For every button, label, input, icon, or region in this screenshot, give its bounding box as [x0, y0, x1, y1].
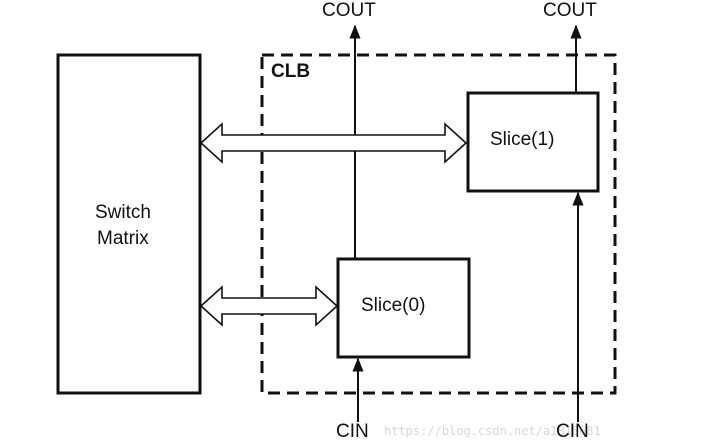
switch-matrix-label-line1: Switch: [95, 202, 151, 223]
watermark: https://blog.csdn.net/a1816681: [384, 424, 601, 438]
clb-label: CLB: [271, 61, 311, 82]
switch-matrix-label-line2: Matrix: [97, 228, 149, 249]
slice0-box: [336, 257, 471, 359]
slice1-box: [466, 91, 600, 193]
clb-boundary: [260, 53, 617, 395]
cin-left-label: CIN: [336, 421, 369, 442]
bus-arrow-slice1: [199, 122, 468, 164]
slice1-label: Slice(1): [490, 129, 555, 150]
bus-arrow-slice0: [199, 285, 339, 327]
switch-matrix-box: [56, 53, 202, 395]
cin-right-label: CIN: [556, 421, 589, 442]
slice0-label: Slice(0): [361, 295, 426, 316]
cout-right-label: COUT: [543, 0, 597, 21]
cout-left-label: COUT: [322, 0, 376, 21]
